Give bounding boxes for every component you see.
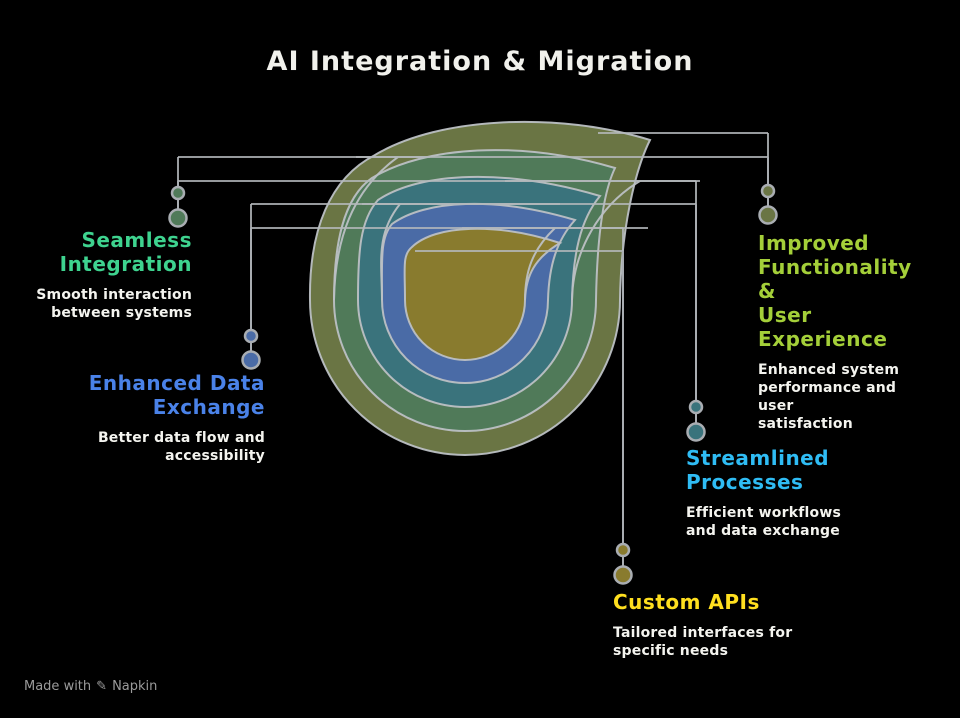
callout-description: Tailored interfaces for specific needs [613, 625, 793, 659]
connectors [168, 157, 778, 585]
page-title: AI Integration & Migration [266, 46, 694, 77]
outline-olive-inner-sweep [333, 156, 399, 301]
outline-teal-inner-sweep [380, 203, 401, 301]
layer-outlines [308, 120, 652, 456]
outline-olive [308, 120, 652, 456]
dot-seamless-small [170, 185, 186, 201]
callout-title: Improved Functionality & User Experience [758, 231, 912, 351]
callout-description: Efficient workflows and data exchange [686, 505, 842, 539]
layer-fills [309, 121, 650, 455]
ring-custom-apis [404, 228, 560, 360]
napkin-brand-text: Napkin [112, 679, 158, 694]
dot-streamlined-small [688, 399, 704, 415]
outline-green [332, 149, 617, 432]
dot-improved-large [758, 205, 778, 225]
callout-description: Enhanced system performance and user sat… [758, 362, 900, 432]
outline-teal [356, 175, 602, 408]
callout-improved-functionality: Improved Functionality & User Experience… [758, 231, 933, 434]
callout-custom-apis: Custom APIs Tailored interfaces for spec… [613, 590, 833, 661]
dot-enhanced-small [243, 328, 259, 344]
callout-title: Custom APIs [613, 590, 760, 614]
callout-title: Seamless Integration [59, 228, 192, 276]
callout-streamlined-processes: Streamlined Processes Efficient workflow… [686, 446, 886, 541]
callout-description: Smooth interaction between systems [36, 287, 192, 321]
callout-description: Better data flow and accessibility [97, 430, 265, 464]
callout-title: Streamlined Processes [686, 446, 830, 494]
callout-title: Enhanced Data Exchange [88, 371, 265, 419]
dot-streamlined-large [686, 422, 706, 442]
dot-seamless-large [168, 208, 188, 228]
callout-seamless-integration: Seamless Integration Smooth interaction … [36, 228, 192, 323]
dot-custom-large [613, 565, 633, 585]
dot-custom-small [615, 542, 631, 558]
outline-blue-inner-sweep [524, 227, 556, 301]
outline-green-inner-sweep [571, 180, 641, 301]
outline-blue [380, 202, 577, 384]
dot-enhanced-large [241, 350, 261, 370]
made-with-napkin-credit: Made with ✎ Napkin [24, 679, 157, 694]
pen-icon: ✎ [96, 679, 108, 694]
band-lines [177, 132, 769, 252]
dot-improved-small [760, 183, 776, 199]
outline-mustard [403, 227, 563, 361]
callout-enhanced-data-exchange: Enhanced Data Exchange Better data flow … [89, 371, 265, 466]
made-with-text: Made with [24, 679, 92, 694]
